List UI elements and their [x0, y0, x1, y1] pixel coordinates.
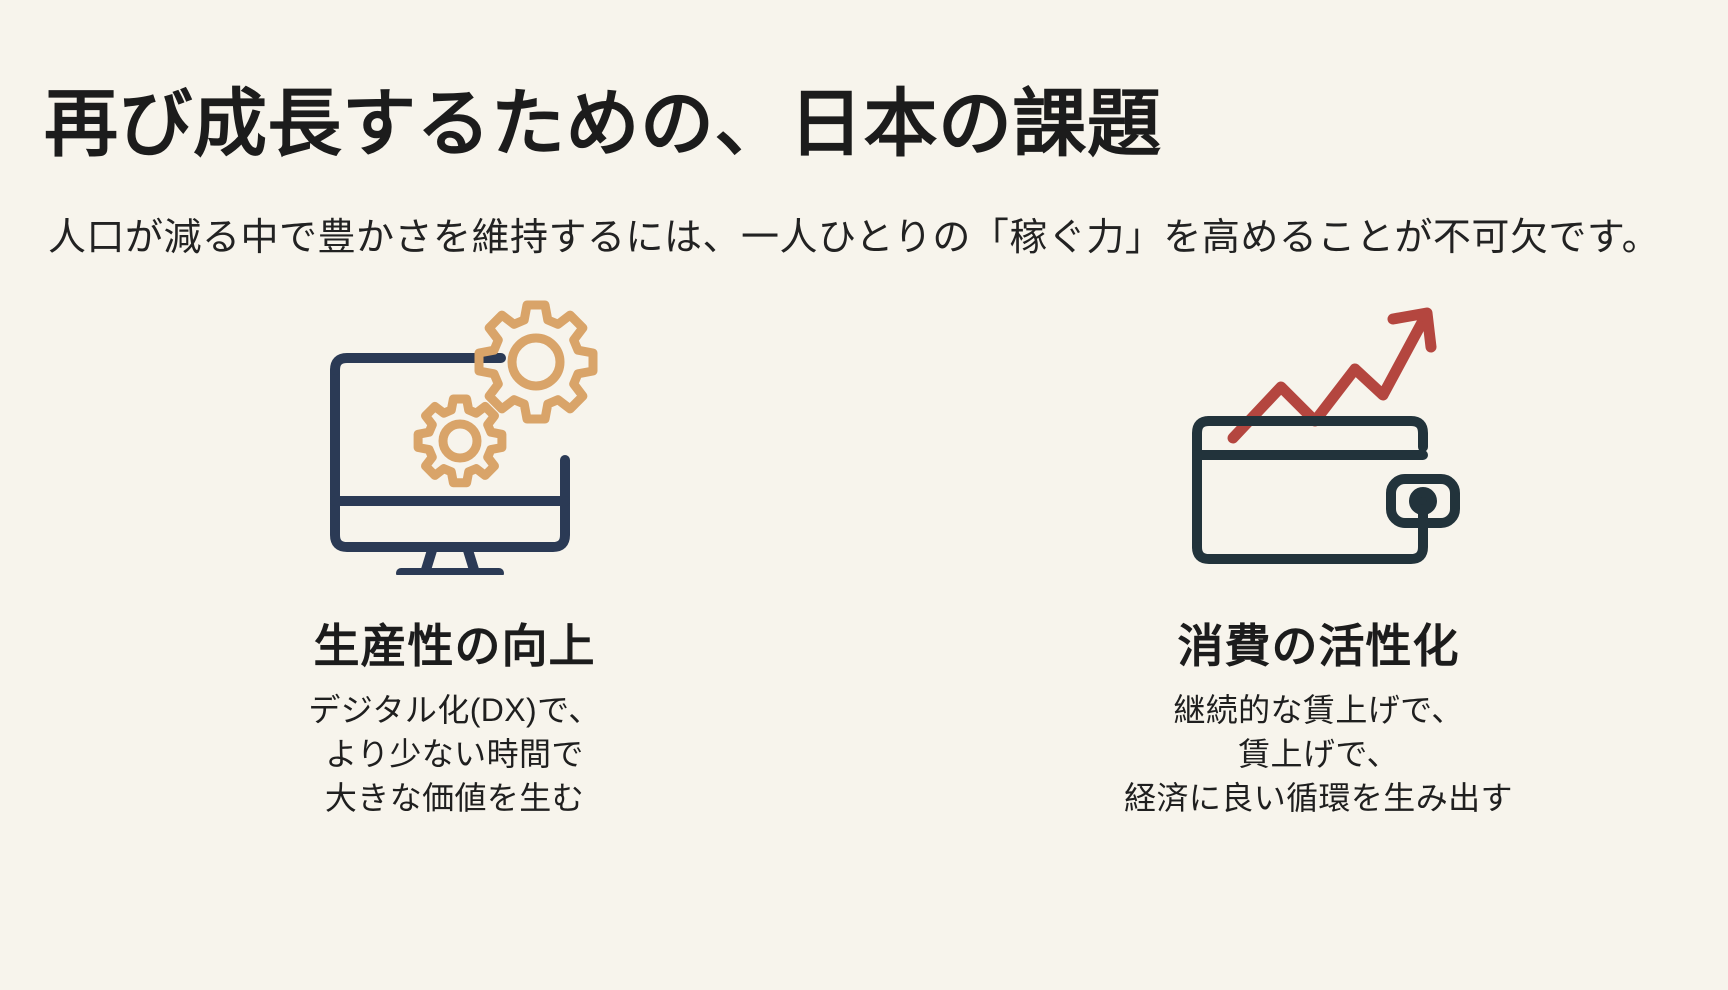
- card-body-productivity: デジタル化(DX)で、 より少ない時間で 大きな価値を生む: [308, 688, 600, 820]
- card-body-consumption: 継続的な賃上げで、 賃上げで、 経済に良い循環を生み出す: [1124, 688, 1513, 820]
- page-title: 再び成長するための、日本の課題: [44, 81, 1162, 165]
- card-body-line: 大きな価値を生む: [324, 779, 585, 816]
- card-body-line: 賃上げで、: [1238, 735, 1399, 772]
- feature-column-consumption: 消費の活性化 継続的な賃上げで、 賃上げで、 経済に良い循環を生み出す: [864, 285, 1728, 820]
- feature-columns: 生産性の向上 デジタル化(DX)で、 より少ない時間で 大きな価値を生む: [0, 285, 1728, 820]
- card-body-line: デジタル化(DX)で、: [308, 691, 601, 728]
- wallet-growth-arrow-icon: [1154, 285, 1484, 585]
- card-heading-productivity: 生産性の向上: [313, 620, 596, 672]
- card-body-line: より少ない時間で: [325, 735, 584, 772]
- card-heading-consumption: 消費の活性化: [1177, 620, 1460, 672]
- card-body-line: 経済に良い循環を生み出す: [1124, 779, 1513, 816]
- feature-column-productivity: 生産性の向上 デジタル化(DX)で、 より少ない時間で 大きな価値を生む: [0, 285, 864, 820]
- monitor-gears-icon: [290, 285, 620, 585]
- card-body-line: 継続的な賃上げで、: [1173, 691, 1464, 728]
- page-subtitle: 人口が減る中で豊かさを維持するには、一人ひとりの「稼ぐ力」を高めることが不可欠で…: [48, 217, 1661, 259]
